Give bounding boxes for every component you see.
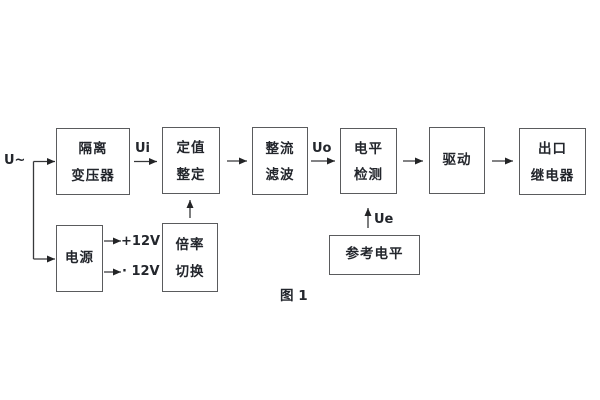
- block-label: 继电器: [530, 167, 575, 184]
- block-setpoint-setting: 定值 整定: [162, 127, 220, 194]
- block-label: 变压器: [71, 167, 115, 184]
- block-label: 电平: [354, 140, 383, 157]
- block-label: 切换: [175, 263, 205, 280]
- figure-caption: 图 1: [280, 288, 308, 304]
- block-label: 倍率: [175, 237, 205, 253]
- block-label: 定值: [176, 140, 206, 156]
- block-label: 出口: [538, 141, 567, 157]
- block-label: 参考电平: [345, 246, 404, 263]
- block-label: 整流: [265, 140, 295, 157]
- block-ratio-switch: 倍率 切换: [162, 223, 218, 292]
- block-label: 滤波: [265, 167, 295, 183]
- signal-label-uo: Uo: [312, 141, 332, 156]
- signal-label-positive-rail: +12V: [121, 234, 161, 249]
- signal-label-negative-rail: · 12V: [122, 264, 160, 279]
- block-label: 隔离: [78, 141, 108, 157]
- signal-label-input-voltage: U~: [4, 153, 26, 168]
- block-level-detector: 电平 检测: [340, 128, 397, 194]
- block-output-relay: 出口 继电器: [519, 128, 586, 195]
- signal-label-ui: Ui: [135, 141, 151, 156]
- block-label: 驱动: [442, 151, 472, 168]
- block-label: 整定: [176, 166, 206, 183]
- block-isolation-transformer: 隔离 变压器: [56, 128, 130, 195]
- signal-label-ue: Ue: [374, 212, 394, 227]
- block-label: 电源: [65, 249, 94, 266]
- block-reference-level: 参考电平: [329, 235, 420, 275]
- block-label: 检测: [354, 167, 383, 183]
- block-rectifier-filter: 整流 滤波: [252, 127, 308, 195]
- block-driver: 驱动: [429, 127, 485, 194]
- block-power-supply: 电源: [56, 225, 103, 292]
